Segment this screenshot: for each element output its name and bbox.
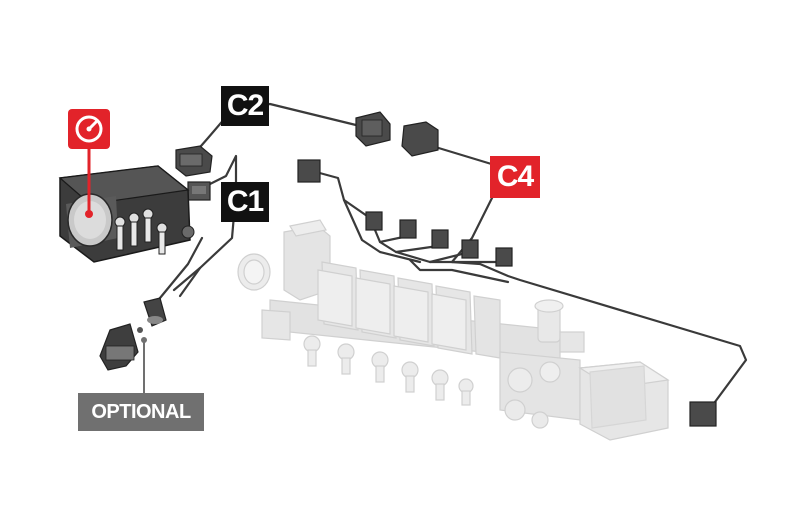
c2-remote-connector xyxy=(355,111,391,147)
valve-lead-plug xyxy=(297,159,321,183)
optional-sensor-plug xyxy=(143,297,167,327)
label-c1: C1 xyxy=(221,182,269,222)
label-optional: OPTIONAL xyxy=(78,393,204,431)
outlet-fittings xyxy=(303,335,474,406)
connectors xyxy=(175,111,717,427)
valve-leads xyxy=(314,170,748,408)
valve-manifold xyxy=(237,219,670,441)
leader-lines xyxy=(85,148,147,393)
control-console xyxy=(58,165,195,263)
console-switches xyxy=(114,208,168,255)
c4-connector xyxy=(401,121,439,157)
main-regulator xyxy=(499,299,585,429)
valve-coil-plugs xyxy=(365,211,513,267)
c2-cable xyxy=(192,102,362,156)
pressure-gauge-badge xyxy=(68,109,110,149)
c2-main-connector xyxy=(175,145,213,177)
c1-connector xyxy=(187,181,211,201)
end-plug xyxy=(689,401,717,427)
c4-cable xyxy=(430,144,500,168)
label-c2: C2 xyxy=(221,86,269,126)
label-c4: C4 xyxy=(490,156,540,198)
optional-sensors xyxy=(99,297,167,371)
optional-sensor-body xyxy=(99,323,143,371)
optional-sensor-cable xyxy=(158,236,204,300)
pressure-gauge-icon xyxy=(75,115,103,143)
motor-housing xyxy=(578,361,670,441)
valve-sections xyxy=(317,261,501,359)
